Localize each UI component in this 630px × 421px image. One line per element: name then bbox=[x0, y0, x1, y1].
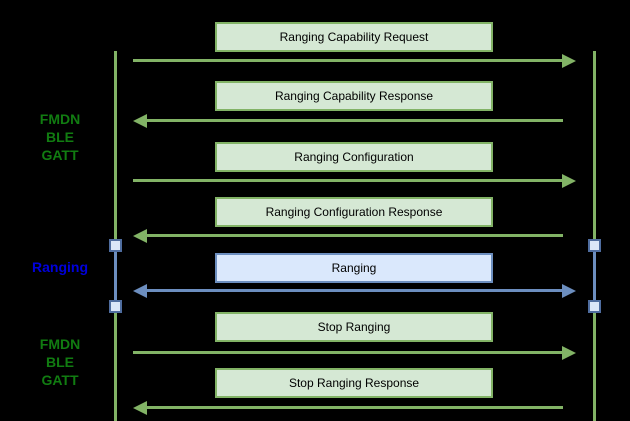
message-arrow-right bbox=[133, 346, 576, 360]
arrowhead-right-icon bbox=[562, 284, 576, 298]
arrowhead-left-icon bbox=[133, 401, 147, 415]
arrow-line bbox=[146, 234, 563, 237]
message-arrow-right bbox=[133, 174, 576, 188]
message-box-stop-ranging-response: Stop Ranging Response bbox=[215, 368, 493, 398]
arrow-line bbox=[133, 179, 563, 182]
arrow-line bbox=[146, 289, 563, 292]
arrowhead-left-icon bbox=[133, 229, 147, 243]
right-lifeline-bottom-segment bbox=[593, 304, 596, 421]
arrowhead-right-icon bbox=[562, 54, 576, 68]
message-arrow-right bbox=[133, 54, 576, 68]
message-box-ranging-configuration-response: Ranging Configuration Response bbox=[215, 197, 493, 227]
activation-marker-right-bottom bbox=[588, 300, 601, 313]
left-lifeline-top-segment bbox=[114, 51, 117, 242]
arrowhead-right-icon bbox=[562, 174, 576, 188]
arrowhead-left-icon bbox=[133, 284, 147, 298]
message-box-stop-ranging: Stop Ranging bbox=[215, 312, 493, 342]
arrow-line bbox=[133, 59, 563, 62]
arrowhead-right-icon bbox=[562, 346, 576, 360]
arrowhead-left-icon bbox=[133, 114, 147, 128]
message-box-ranging-capability-request: Ranging Capability Request bbox=[215, 22, 493, 52]
message-arrow-bidirectional bbox=[133, 284, 576, 298]
message-arrow-left bbox=[133, 229, 576, 243]
lane-label-fmdn-ble-gatt-top: FMDN BLE GATT bbox=[39, 111, 81, 163]
arrow-line bbox=[146, 119, 563, 122]
lane-label-ranging: Ranging bbox=[32, 259, 88, 275]
lane-label-fmdn-ble-gatt-bottom: FMDN BLE GATT bbox=[39, 336, 81, 388]
arrow-line bbox=[133, 351, 563, 354]
activation-marker-left-bottom bbox=[109, 300, 122, 313]
right-lifeline-ranging-segment bbox=[593, 242, 596, 304]
activation-marker-left-top bbox=[109, 239, 122, 252]
message-box-ranging: Ranging bbox=[215, 253, 493, 283]
message-arrow-left bbox=[133, 401, 576, 415]
message-box-ranging-configuration: Ranging Configuration bbox=[215, 142, 493, 172]
left-lifeline-ranging-segment bbox=[114, 242, 117, 304]
right-lifeline-top-segment bbox=[593, 51, 596, 242]
arrow-line bbox=[146, 406, 563, 409]
message-box-ranging-capability-response: Ranging Capability Response bbox=[215, 81, 493, 111]
activation-marker-right-top bbox=[588, 239, 601, 252]
left-lifeline-bottom-segment bbox=[114, 304, 117, 421]
message-arrow-left bbox=[133, 114, 576, 128]
